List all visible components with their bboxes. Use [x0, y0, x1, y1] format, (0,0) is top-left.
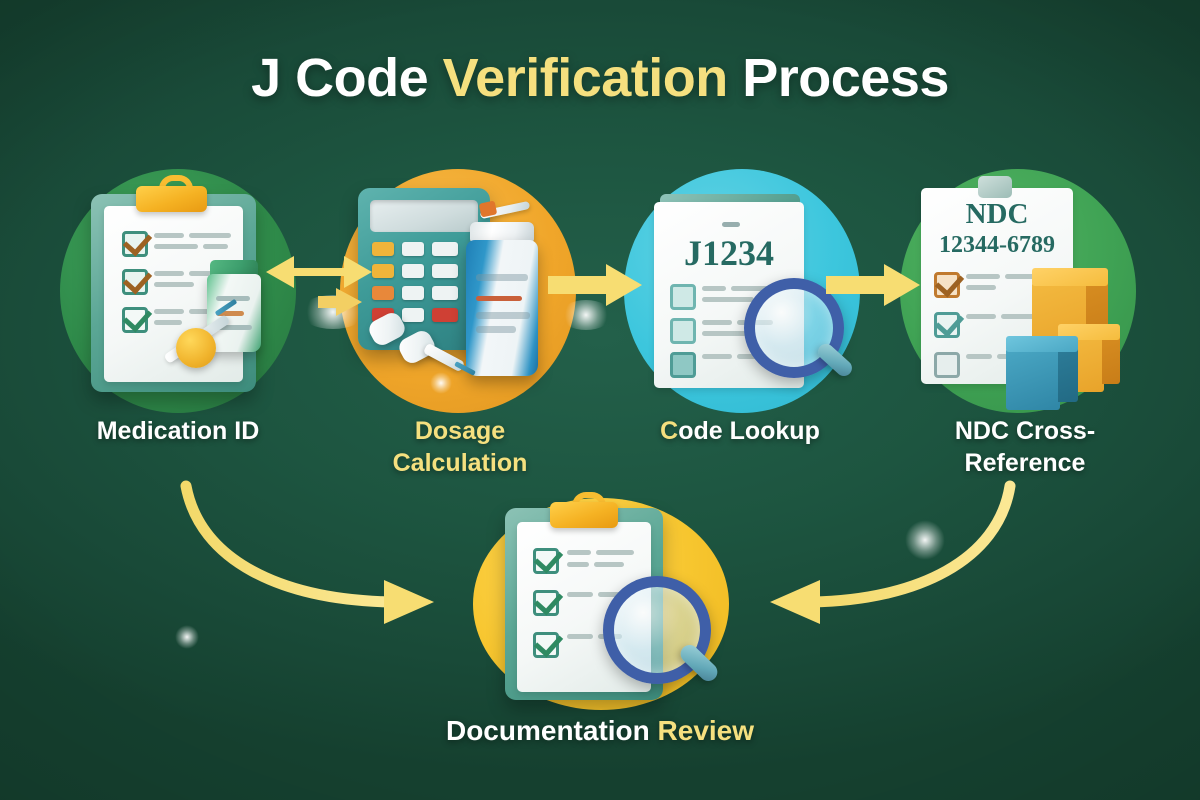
document-code-j1234: J1234	[684, 233, 774, 273]
step-documentation-review[interactable]	[455, 492, 745, 722]
step-label-ndc-cross-reference: NDC Cross- Reference	[900, 415, 1150, 479]
step-label-code-first-letter: C	[660, 417, 679, 445]
arrow-step2-step3	[548, 264, 642, 306]
step-label-ndc-line2: Reference	[964, 449, 1086, 477]
step-label-code-lookup: Code Lookup	[600, 415, 880, 447]
arrow-step3-step4	[826, 264, 920, 306]
bottom-label-part1: Documentation	[445, 715, 658, 746]
document-magnifier-icon: J1234	[612, 166, 872, 416]
title-part-2: Verification	[442, 48, 729, 108]
step-label-ndc-line1: NDC Cross-	[954, 417, 1096, 445]
step-label-dosage-calculation: Dosage Calculation	[325, 415, 595, 479]
step-label-documentation-review: Documentation Review	[300, 715, 900, 747]
document-code-ndc: 12344-6789	[939, 232, 1055, 258]
step-code-lookup[interactable]: J1234	[612, 166, 872, 416]
step-medication-id[interactable]	[48, 166, 308, 416]
process-steps-row: J1234	[0, 166, 1200, 416]
step-label-medication-id: Medication ID	[96, 417, 260, 445]
sparkle-decoration	[175, 625, 199, 649]
arrow-step4-bottom	[770, 480, 1016, 624]
clipboard-checklist-vial-syringe-icon	[48, 166, 308, 416]
step-ndc-cross-reference[interactable]: NDC 12344-6789	[888, 166, 1148, 416]
page-title: J Code Verification Process	[0, 50, 1200, 107]
clipboard-checklist-magnifier-icon	[455, 492, 745, 722]
document-title-ndc: NDC	[965, 198, 1029, 230]
step-label-dosage-line2: Calculation	[392, 449, 528, 477]
step-labels-row: Medication ID Dosage Calculation Code Lo…	[0, 415, 1200, 495]
step-dosage-calculation[interactable]	[328, 166, 588, 416]
arrow-step1-step2	[266, 256, 372, 316]
bottom-label-part2: Review	[657, 715, 755, 746]
step-label-dosage-line1: Dosage	[414, 417, 506, 445]
title-part-1: J Code	[251, 48, 443, 108]
sparkle-decoration	[905, 520, 945, 560]
title-part-3: Process	[727, 48, 949, 108]
arrow-step1-bottom	[180, 480, 434, 624]
step-label-code-rest: ode Lookup	[678, 417, 820, 445]
clipboard-boxes-icon: NDC 12344-6789	[888, 166, 1148, 416]
calculator-pill-bottle-syringe-icon	[328, 166, 588, 416]
